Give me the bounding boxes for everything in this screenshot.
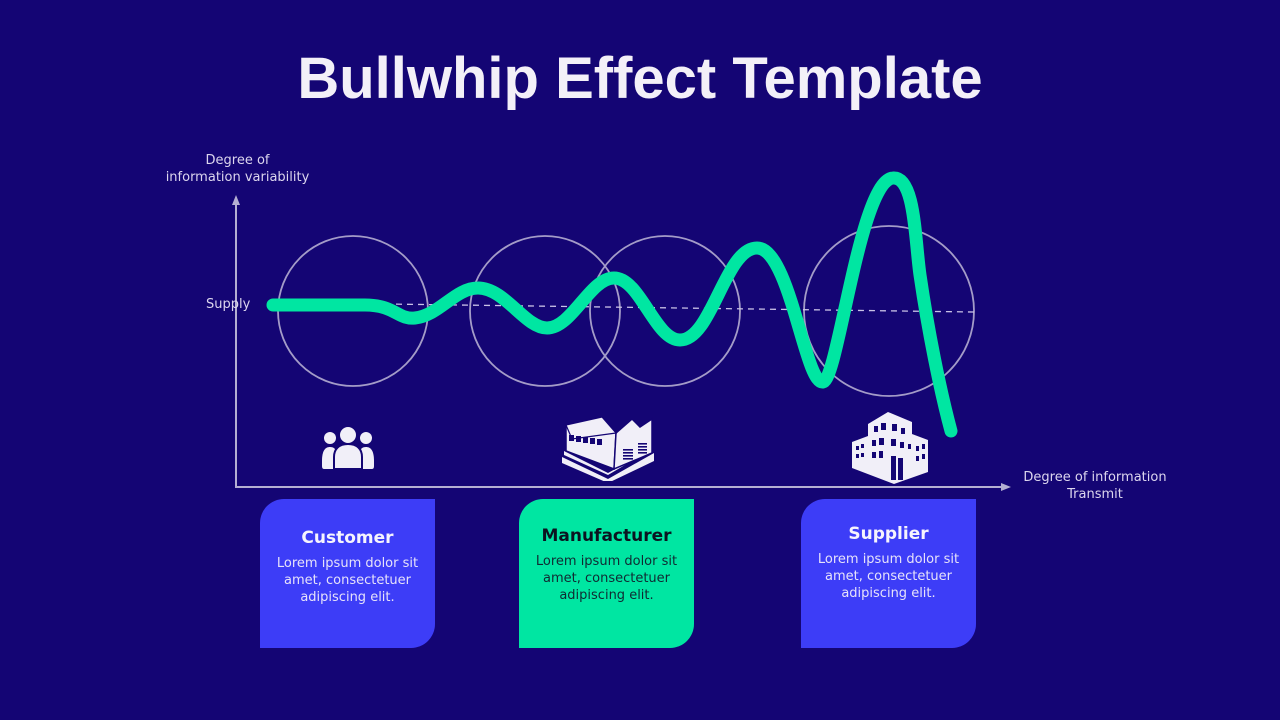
y-axis-label-line2: information variability: [165, 170, 310, 185]
page-title: Bullwhip Effect Template: [297, 46, 983, 111]
supply-label: Supply: [206, 297, 251, 312]
supplier-card: Supplier Lorem ipsum dolor sit amet, con…: [801, 499, 976, 648]
y-axis-label-line1: Degree of: [205, 153, 270, 168]
manufacturer-card: Manufacturer Lorem ipsum dolor sit amet,…: [519, 499, 694, 648]
supplier-card-title: Supplier: [848, 524, 929, 544]
supply-baseline: [384, 303, 975, 313]
manufacturer-circle-2: [589, 235, 741, 387]
manufacturer-card-title: Manufacturer: [541, 526, 672, 546]
supplier-card-body: Lorem ipsum dolor sit amet, consectetuer…: [817, 552, 960, 601]
x-axis-label: Degree of information Transmit: [1010, 469, 1180, 503]
customer-card: Customer Lorem ipsum dolor sit amet, con…: [260, 499, 435, 648]
axes: [232, 195, 1011, 491]
customer-card-title: Customer: [301, 528, 394, 548]
x-axis-label-line1: Degree of information: [1023, 470, 1167, 485]
customers-group-icon: [322, 425, 374, 470]
x-axis-label-line2: Transmit: [1067, 487, 1123, 502]
customer-card-body: Lorem ipsum dolor sit amet, consectetuer…: [276, 556, 419, 605]
supplier-circle: [803, 225, 975, 397]
y-axis-label: Degree of information variability: [150, 152, 325, 186]
office-building-icon: [852, 412, 928, 484]
bullwhip-curve: [266, 171, 958, 438]
factory-icon: [562, 416, 654, 481]
manufacturer-circle-1: [469, 235, 621, 387]
manufacturer-card-body: Lorem ipsum dolor sit amet, consectetuer…: [535, 554, 678, 603]
